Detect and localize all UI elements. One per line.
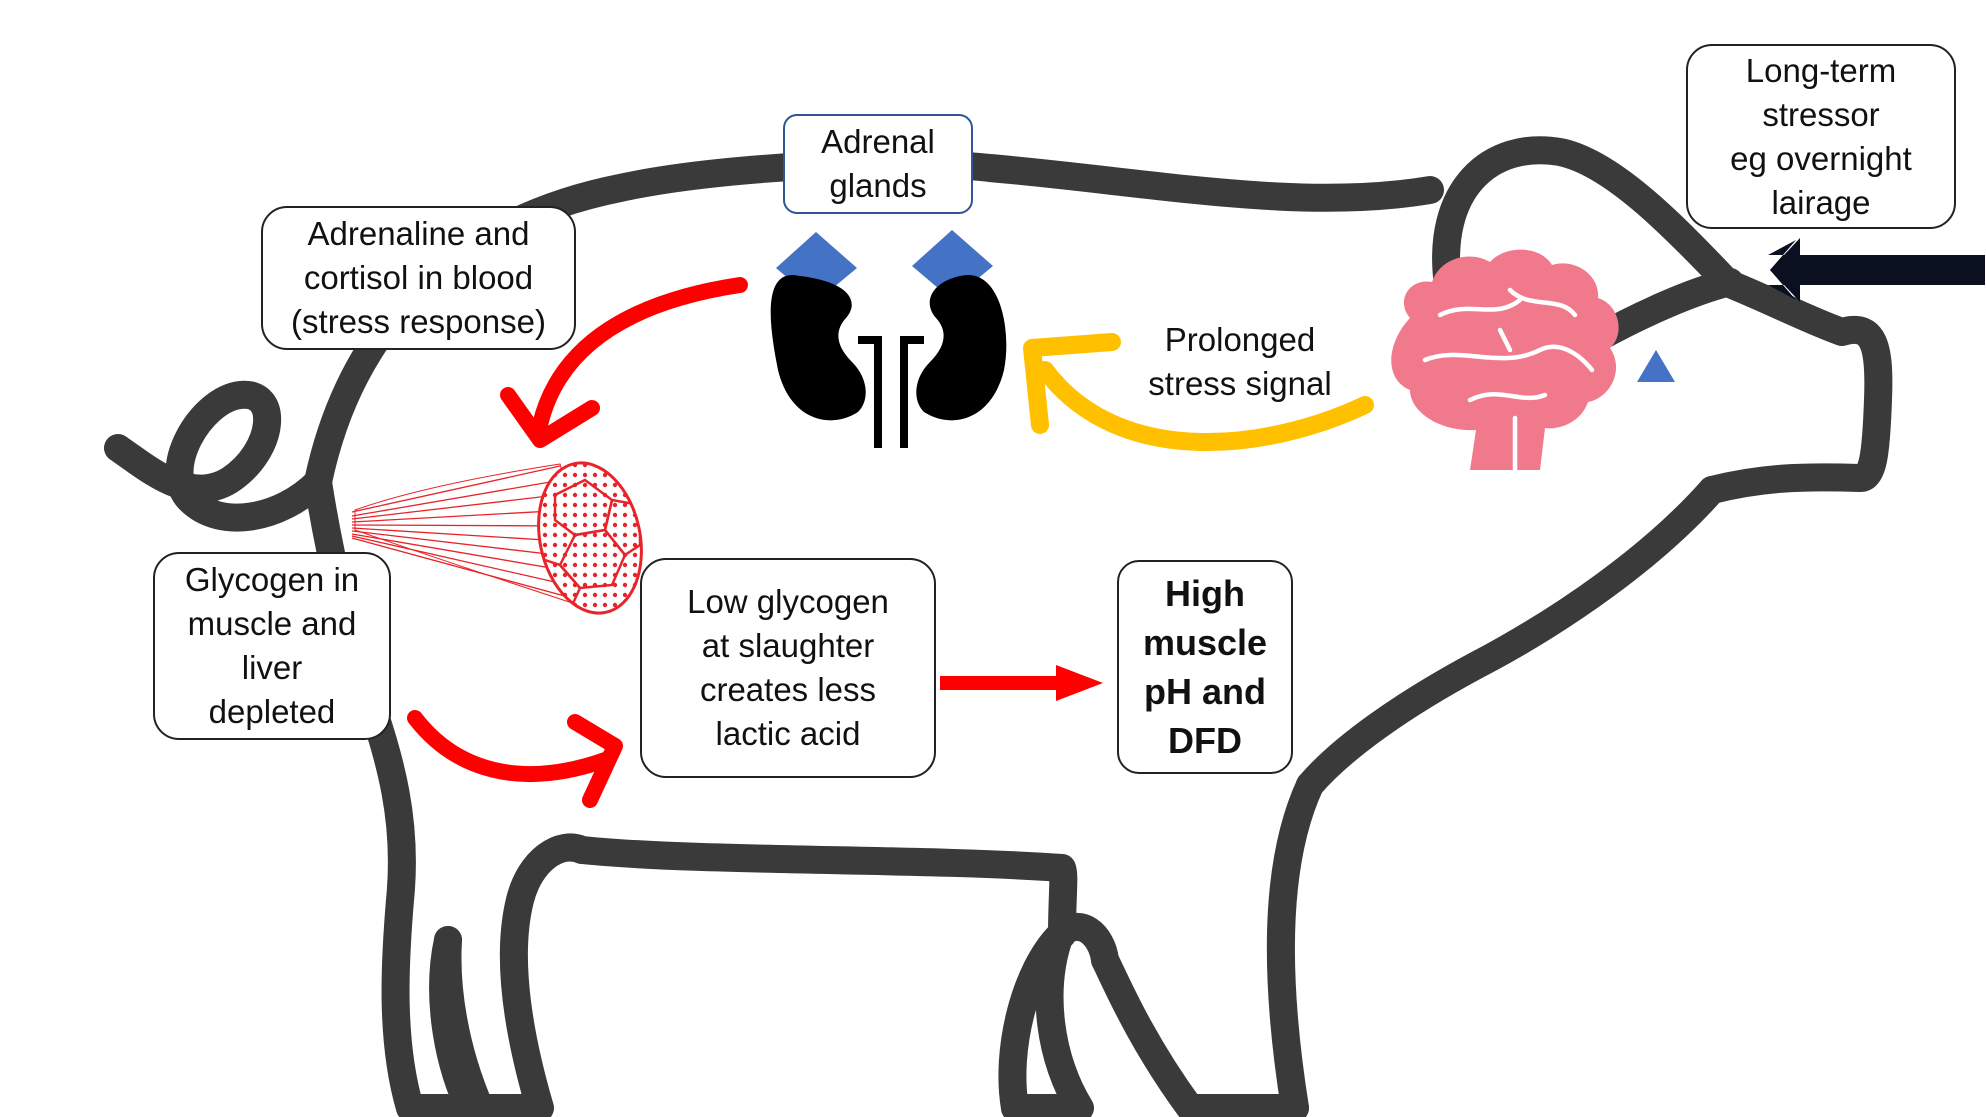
arrow-brain-to-adrenal <box>1023 333 1374 451</box>
glycogen-depleted-box: Glycogen in muscle and liver depleted <box>153 552 391 740</box>
low-glycogen-box: Low glycogen at slaughter creates less l… <box>640 558 936 778</box>
arrow-glycogen-to-low-glycogen <box>407 710 623 808</box>
stressor-box: Long-term stressor eg overnight lairage <box>1686 44 1956 229</box>
outcome-box: High muscle pH and DFD <box>1117 560 1293 774</box>
hormones-box: Adrenaline and cortisol in blood (stress… <box>261 206 576 350</box>
kidneys-icon <box>770 274 1007 448</box>
brain-icon <box>1391 249 1619 473</box>
arrow-stressor-incoming <box>1768 238 1985 302</box>
stress-signal-label: Prolonged stress signal <box>1148 321 1332 402</box>
eye-triangle-icon <box>1637 350 1675 382</box>
arrow-hormones-to-muscle <box>500 277 748 448</box>
arrow-low-glycogen-to-outcome <box>940 665 1103 701</box>
muscle-fibre-icon <box>351 455 650 623</box>
adrenal-glands-box: Adrenal glands <box>783 114 973 214</box>
